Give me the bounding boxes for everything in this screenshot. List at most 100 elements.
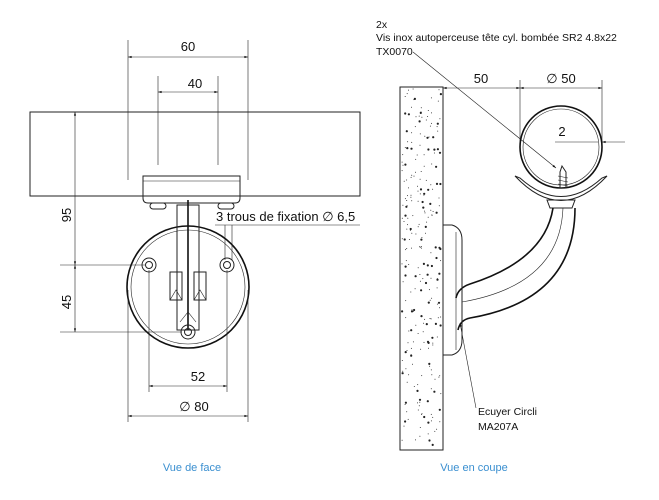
concrete-dot (432, 136, 435, 139)
concrete-dot (411, 132, 413, 134)
concrete-dot (401, 161, 403, 163)
concrete-dot (426, 400, 429, 403)
concrete-dot (430, 184, 432, 186)
concrete-dot (425, 232, 426, 234)
concrete-dot (440, 393, 442, 395)
concrete-dot (412, 341, 414, 343)
concrete-dot (432, 211, 434, 212)
concrete-dot (422, 278, 424, 280)
concrete-dot (418, 405, 420, 407)
concrete-dot (408, 264, 410, 265)
concrete-dot (430, 369, 432, 371)
section-view: 2x Vis inox autoperceuse tête cyl. bombé… (376, 19, 625, 474)
concrete-dot (415, 171, 416, 173)
concrete-dot (423, 322, 425, 324)
concrete-dot (430, 420, 432, 422)
concrete-dot (405, 249, 407, 251)
concrete-dot (434, 322, 437, 325)
concrete-dot (404, 404, 406, 405)
concrete-dot (402, 281, 404, 283)
concrete-dot (414, 275, 417, 278)
wall (399, 86, 444, 451)
dim-40: 40 (188, 76, 202, 91)
screw-qty: 2x (376, 19, 388, 31)
concrete-dot (408, 187, 409, 189)
concrete-dot (413, 175, 415, 177)
concrete-dot (408, 374, 410, 376)
concrete-dot (411, 141, 413, 143)
concrete-dot (406, 381, 408, 383)
concrete-dot (431, 163, 433, 165)
concrete-dot (422, 206, 425, 209)
concrete-dot (416, 154, 418, 156)
concrete-dot (415, 233, 417, 235)
concrete-dot (419, 178, 421, 180)
concrete-dot (416, 389, 419, 392)
concrete-dot (404, 96, 406, 97)
concrete-dot (437, 130, 439, 132)
bracket-flange (442, 224, 463, 356)
concrete-dot (406, 411, 408, 413)
concrete-dot (401, 170, 403, 172)
screw-leader (412, 51, 557, 169)
concrete-dot (407, 113, 410, 116)
concrete-dot (405, 317, 407, 319)
concrete-dot (419, 188, 423, 191)
concrete-dot (407, 141, 409, 143)
concrete-dot (438, 376, 440, 378)
dim-d50: ∅ 50 (546, 71, 575, 86)
dim-2: 2 (558, 124, 565, 139)
concrete-dot (405, 300, 407, 302)
concrete-dot (411, 174, 413, 176)
concrete-dot (418, 223, 420, 225)
concrete-dot (413, 97, 416, 100)
concrete-dot (410, 196, 412, 198)
concrete-dot (410, 354, 413, 357)
concrete-dot (420, 107, 422, 109)
dim-50: 50 (474, 71, 488, 86)
concrete-dot (421, 375, 423, 377)
concrete-dot (419, 401, 421, 403)
concrete-dot (439, 182, 442, 186)
concrete-dot (417, 409, 419, 411)
concrete-dot (401, 310, 404, 313)
concrete-dot (417, 185, 418, 187)
concrete-dot (436, 303, 438, 305)
rail-tube (519, 105, 603, 189)
concrete-dot (432, 344, 434, 346)
concrete-dot (438, 408, 441, 411)
concrete-dot (404, 401, 407, 404)
concrete-dot (435, 211, 438, 214)
concrete-dot (427, 433, 429, 435)
concrete-dot (403, 238, 406, 241)
concrete-dot (428, 439, 431, 442)
concrete-dot (419, 435, 421, 437)
wall-concrete-texture (401, 88, 442, 446)
concrete-dot (404, 163, 407, 166)
concrete-dot (429, 125, 431, 127)
concrete-dot (423, 165, 425, 167)
concrete-dot (430, 252, 432, 254)
concrete-dot (404, 214, 407, 217)
concrete-dot (411, 232, 413, 234)
bracket-name: Ecuyer Circli (478, 406, 537, 418)
concrete-dot (403, 221, 405, 222)
concrete-dot (406, 350, 408, 351)
concrete-dot (405, 351, 407, 353)
concrete-dot (407, 224, 408, 226)
concrete-dot (417, 267, 419, 269)
concrete-dot (420, 238, 423, 241)
concrete-dot (435, 165, 438, 168)
concrete-dot (419, 246, 421, 248)
concrete-dot (406, 205, 408, 207)
concrete-dot (414, 126, 416, 128)
concrete-dot (421, 237, 423, 238)
concrete-dot (411, 247, 412, 249)
concrete-dot (426, 340, 430, 343)
concrete-dot (401, 439, 403, 441)
concrete-dot (417, 384, 419, 386)
saddle (142, 175, 241, 204)
concrete-dot (436, 148, 439, 151)
concrete-dot (431, 112, 432, 114)
concrete-dot (401, 372, 404, 375)
